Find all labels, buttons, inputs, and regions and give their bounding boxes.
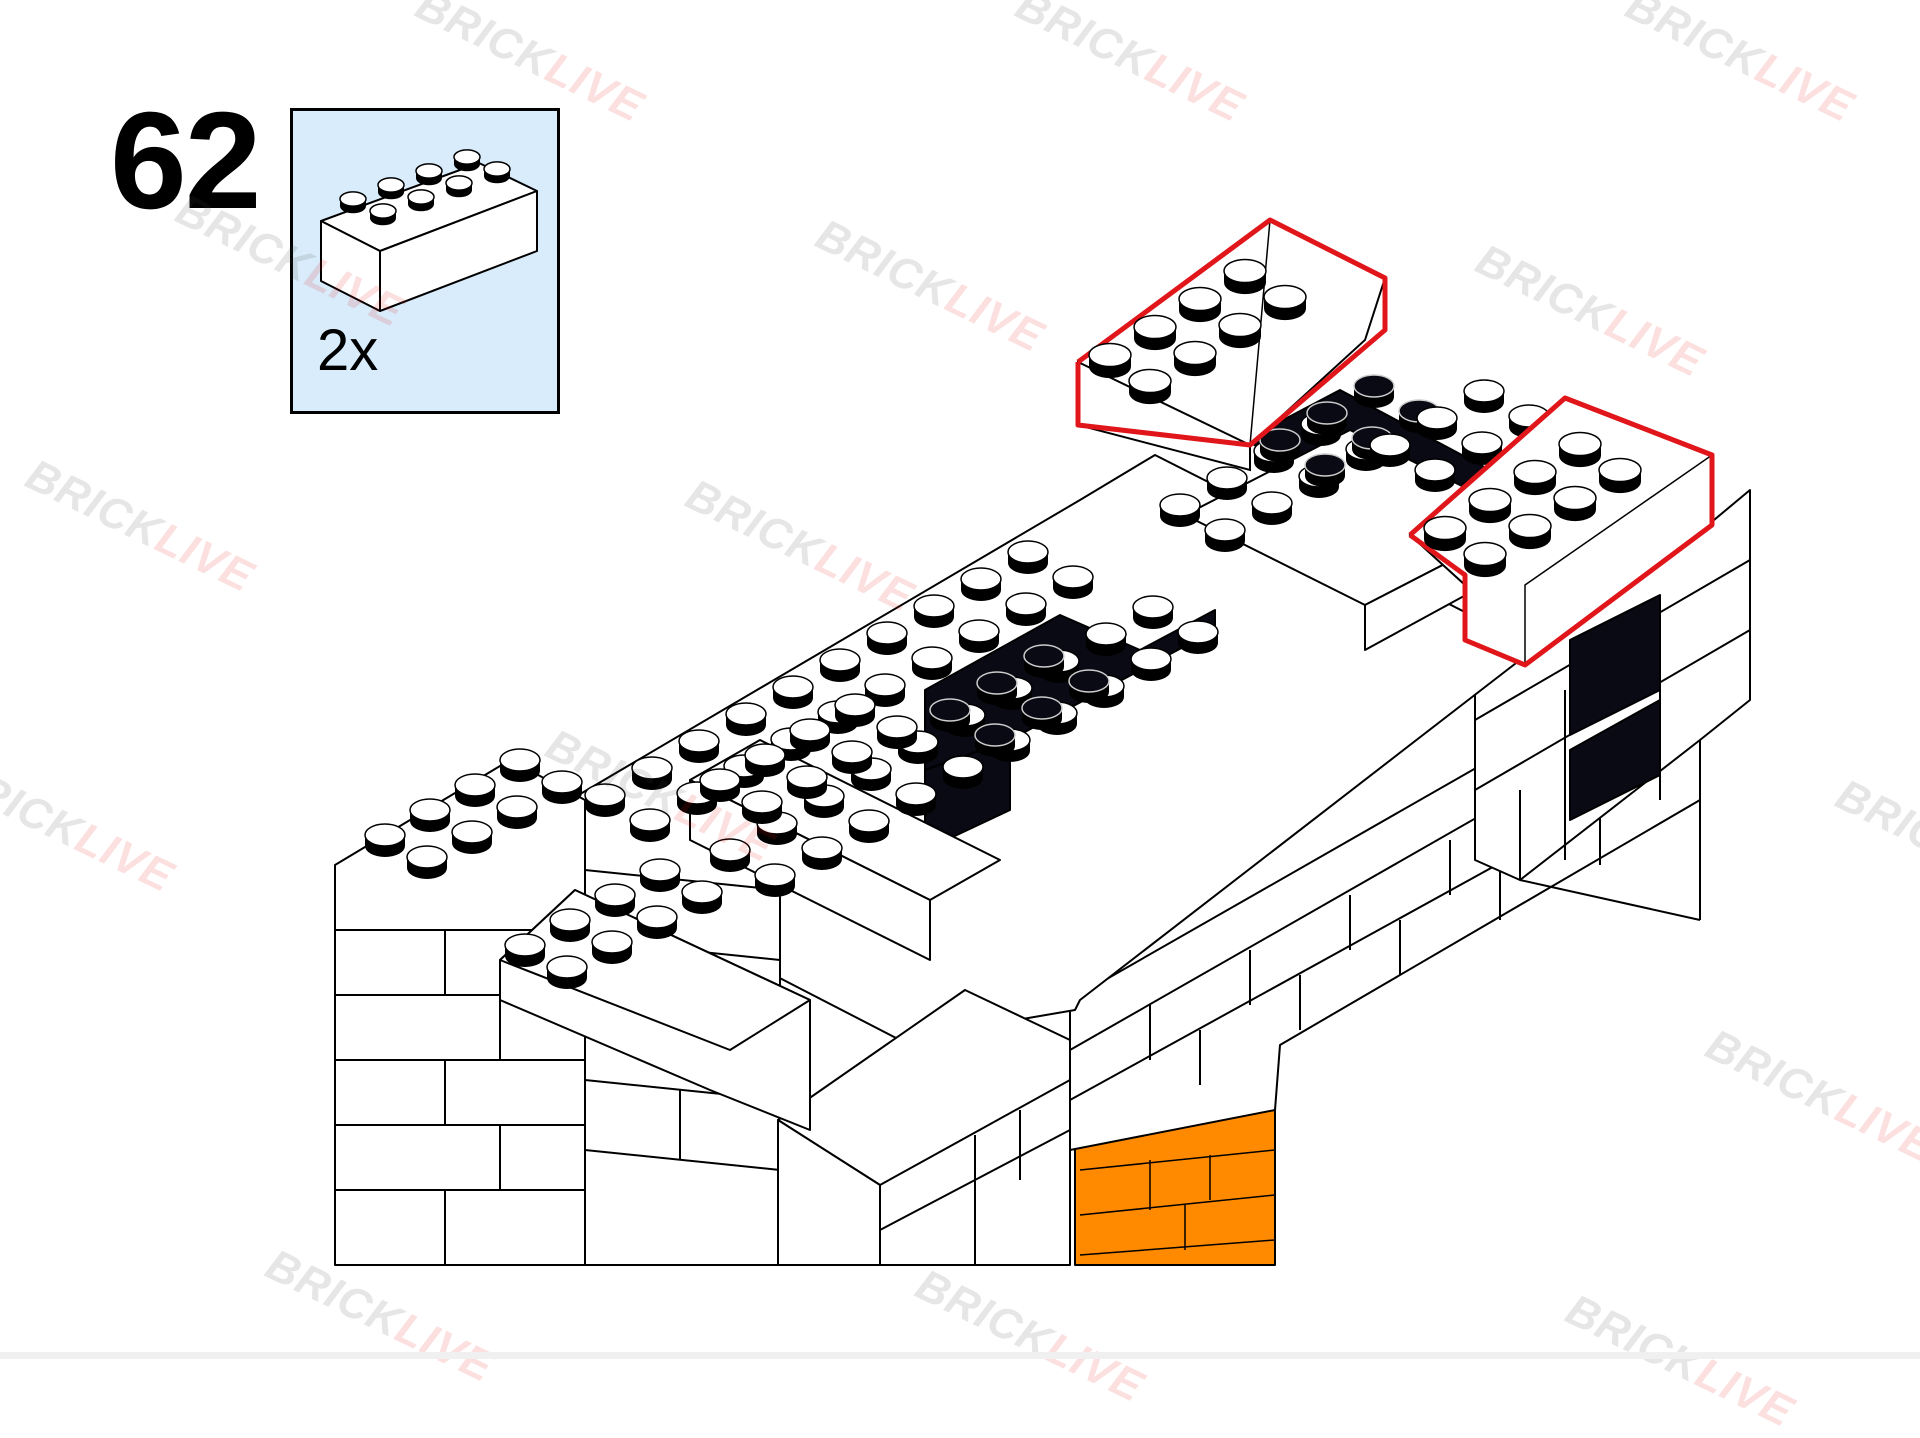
- stud: [1306, 401, 1348, 435]
- stud: [364, 823, 406, 857]
- stud: [629, 808, 671, 842]
- stud: [451, 820, 493, 854]
- stud: [699, 768, 741, 802]
- stud: [409, 798, 451, 832]
- stud: [639, 858, 681, 892]
- stud: [913, 594, 955, 628]
- stud: [1052, 565, 1094, 599]
- stud: [415, 163, 443, 186]
- stud: [974, 723, 1016, 757]
- stud: [1132, 595, 1174, 629]
- stud: [483, 161, 511, 184]
- stud: [1259, 428, 1301, 462]
- stud: [848, 809, 890, 843]
- stud: [1513, 459, 1557, 496]
- stud: [801, 836, 843, 870]
- stud: [445, 175, 473, 198]
- stud: [911, 646, 953, 680]
- stud: [504, 933, 546, 967]
- stud: [1416, 406, 1458, 440]
- stud: [1088, 342, 1132, 379]
- stud: [1173, 340, 1217, 377]
- stud: [591, 930, 633, 964]
- stud: [1223, 258, 1267, 295]
- stud: [1251, 491, 1293, 525]
- stud: [1085, 622, 1127, 656]
- stud: [1130, 647, 1172, 681]
- stud: [1218, 312, 1262, 349]
- stud: [1021, 696, 1063, 730]
- stud: [369, 203, 397, 226]
- stud: [499, 748, 541, 782]
- stud: [929, 698, 971, 732]
- stud: [339, 191, 367, 214]
- stud: [541, 770, 583, 804]
- stud: [772, 675, 814, 709]
- stud: [864, 673, 906, 707]
- stud: [377, 177, 405, 200]
- stud: [1508, 513, 1552, 550]
- stud: [453, 149, 481, 172]
- stud: [1423, 515, 1467, 552]
- stud: [1005, 592, 1047, 626]
- stud: [834, 693, 876, 727]
- stud: [406, 845, 448, 879]
- stud: [407, 189, 435, 212]
- stud: [1414, 458, 1456, 492]
- model-illustration: [334, 217, 1751, 1266]
- stud: [1133, 314, 1177, 351]
- stud: [866, 621, 908, 655]
- stud: [744, 743, 786, 777]
- stud: [681, 880, 723, 914]
- stud: [584, 783, 626, 817]
- stud: [1369, 433, 1411, 467]
- stud: [1206, 466, 1248, 500]
- stud: [1159, 493, 1201, 527]
- stud: [1304, 453, 1346, 487]
- stud: [942, 755, 984, 789]
- stud: [1558, 431, 1602, 468]
- stud: [789, 718, 831, 752]
- stud: [594, 883, 636, 917]
- stud: [958, 619, 1000, 653]
- stud: [754, 863, 796, 897]
- stud: [1468, 487, 1512, 524]
- stud: [678, 729, 720, 763]
- step-number: 62: [110, 84, 261, 238]
- stud: [725, 702, 767, 736]
- stud: [960, 567, 1002, 601]
- stud: [1128, 368, 1172, 405]
- stud: [831, 740, 873, 774]
- stud: [1463, 379, 1505, 413]
- stud: [1463, 541, 1507, 578]
- stud: [876, 715, 918, 749]
- stud: [709, 838, 751, 872]
- stud: [1553, 485, 1597, 522]
- stud: [1178, 286, 1222, 323]
- stud: [1263, 284, 1307, 321]
- stud: [741, 790, 783, 824]
- stud: [496, 795, 538, 829]
- stud: [549, 908, 591, 942]
- parts-callout: 2x: [290, 108, 560, 414]
- stud: [819, 648, 861, 682]
- stud: [1007, 540, 1049, 574]
- stud: [1023, 644, 1065, 678]
- stud: [1204, 518, 1246, 552]
- stud: [976, 671, 1018, 705]
- part-quantity: 2x: [317, 318, 379, 383]
- stud: [454, 773, 496, 807]
- stud: [631, 756, 673, 790]
- stud: [1068, 669, 1110, 703]
- brick-2x4-icon: [320, 149, 538, 312]
- stud: [546, 955, 588, 989]
- stud: [1598, 457, 1642, 494]
- stud: [636, 905, 678, 939]
- stud: [1353, 374, 1395, 408]
- stud: [895, 782, 937, 816]
- stud: [1177, 620, 1219, 654]
- stud: [786, 765, 828, 799]
- page-bottom-edge: [0, 1352, 1920, 1359]
